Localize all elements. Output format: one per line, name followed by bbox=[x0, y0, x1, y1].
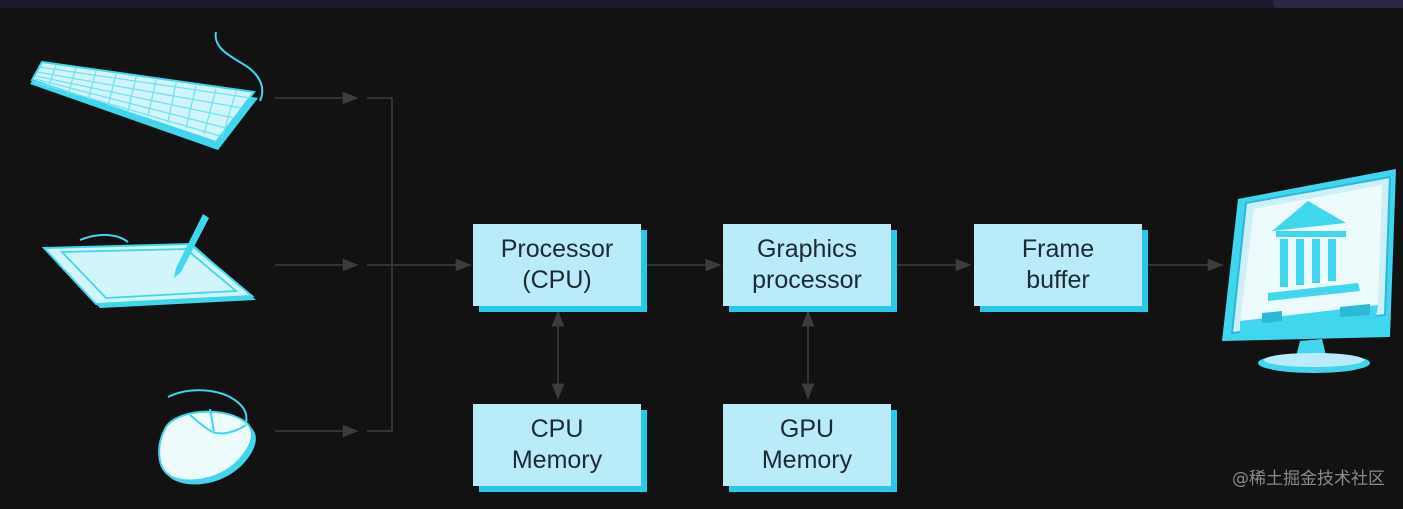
cpu-memory-box: CPU Memory bbox=[473, 404, 641, 486]
graphics-processor-box: Graphics processor bbox=[723, 224, 891, 306]
cpu-memory-label-line1: CPU bbox=[530, 415, 584, 443]
processor-cpu-box: Processor (CPU) bbox=[473, 224, 641, 306]
frame-buffer-label-line1: Frame bbox=[1021, 235, 1095, 263]
cpu-memory-label-line2: Memory bbox=[511, 446, 603, 474]
top-band-tail bbox=[1273, 0, 1403, 8]
mouse-icon bbox=[158, 389, 256, 485]
watermark-text: @稀土掘金技术社区 bbox=[1232, 469, 1385, 489]
processor-cpu-label-line1: Processor bbox=[500, 235, 614, 263]
frame-buffer-box: Frame buffer bbox=[974, 224, 1142, 306]
gpu-memory-label-line1: GPU bbox=[779, 415, 835, 443]
graphics-processor-label-line1: Graphics bbox=[756, 235, 858, 263]
keyboard-icon bbox=[30, 31, 264, 150]
frame-buffer-label-line2: buffer bbox=[1026, 266, 1090, 294]
gpu-memory-box: GPU Memory bbox=[723, 404, 891, 486]
tablet-icon bbox=[41, 214, 256, 308]
gpu-memory-label-line2: Memory bbox=[761, 446, 853, 474]
monitor-icon bbox=[1222, 169, 1396, 373]
processor-cpu-label-line2: (CPU) bbox=[522, 266, 592, 294]
graphics-processor-label-line2: processor bbox=[752, 266, 862, 294]
top-band bbox=[0, 0, 1403, 8]
